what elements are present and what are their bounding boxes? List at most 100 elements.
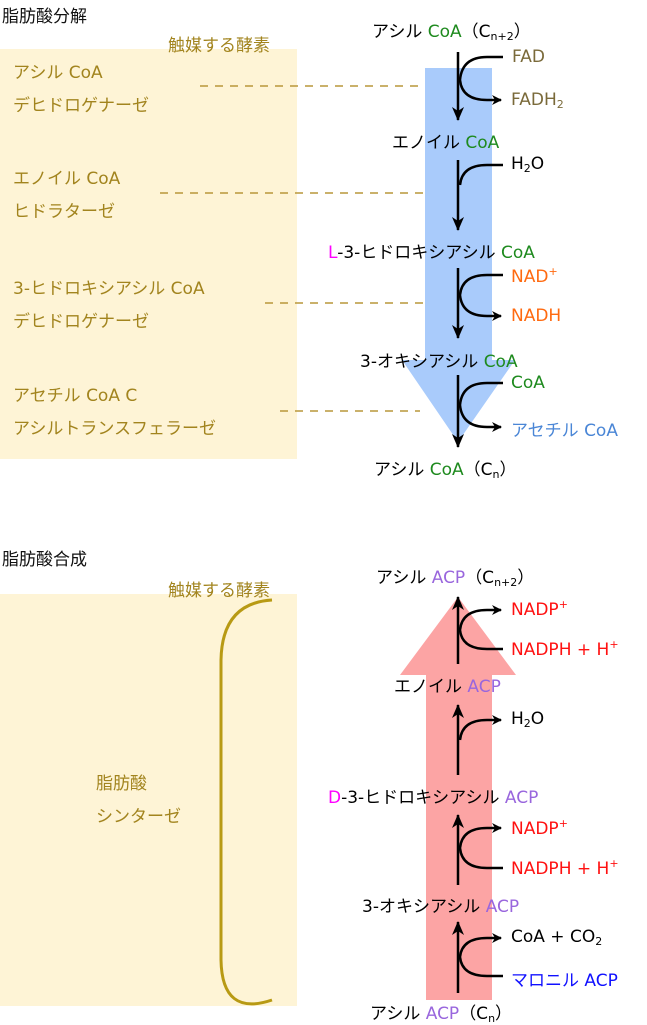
- carbon-subscript: n: [488, 1012, 496, 1025]
- product-subscript: 2: [556, 98, 564, 111]
- reactant-coa: CoA: [511, 373, 545, 393]
- product-nadp-2: NADP+: [511, 817, 568, 839]
- degradation-flow-arrow: [402, 68, 515, 442]
- carrier-acp: ACP: [431, 568, 466, 588]
- degradation-enzyme-panel: [0, 49, 297, 459]
- reactant-name: NADPH + H: [511, 640, 610, 660]
- product-superscript: +: [558, 598, 568, 611]
- product-name: FADH: [511, 90, 557, 110]
- reactant-subscript: 2: [523, 162, 531, 175]
- reactant-superscript: +: [548, 265, 558, 278]
- carbon-label: （C: [463, 460, 493, 480]
- product-name: NADP: [511, 819, 559, 839]
- synthesis-title: 脂肪酸合成: [2, 550, 87, 570]
- molecule-enoyl-acp: エノイル ACP: [394, 672, 501, 697]
- carrier-coa: CoA: [427, 22, 462, 42]
- degradation-enzyme-header: 触媒する酵素: [168, 36, 270, 56]
- carbon-label: （C: [461, 22, 491, 42]
- product-h2o: H2O: [511, 709, 544, 730]
- paren-close: ）: [495, 1004, 513, 1024]
- product-superscript: +: [558, 817, 568, 830]
- enzyme-acyl-coa-dehydrogenase: アシル CoA デヒドロゲナーゼ: [13, 57, 149, 123]
- reactant-name: H: [511, 154, 524, 174]
- paren-close: ）: [513, 22, 531, 42]
- reactant-nad: NAD+: [511, 265, 558, 287]
- molecule-name: 3-オキシアシル: [362, 897, 486, 917]
- carrier-acp: ACP: [485, 897, 520, 917]
- synthesis-enzyme-header: 触媒する酵素: [168, 581, 270, 601]
- reactant-name: NAD: [511, 267, 549, 287]
- molecule-name: アシル: [370, 1004, 426, 1024]
- enzyme-name-line1: 3-ヒドロキシアシル CoA: [13, 279, 205, 299]
- product-coa-co2: CoA + CO2: [511, 927, 602, 948]
- carbon-label: （C: [465, 568, 495, 588]
- molecule-name: 3-オキシアシル: [360, 352, 484, 372]
- enzyme-name-line2: ヒドラターゼ: [13, 202, 115, 222]
- carrier-coa: CoA: [465, 133, 500, 153]
- product-acetyl-coa: アセチル CoA: [511, 421, 618, 441]
- molecule-name: アシル: [372, 22, 428, 42]
- molecule-oxoacyl-coa: 3-オキシアシル CoA: [360, 347, 518, 372]
- carbon-subscript: n+2: [494, 576, 518, 589]
- reactant-malonyl-acp: マロニル ACP: [511, 971, 618, 991]
- reactant-nadph-1: NADPH + H+: [511, 638, 619, 660]
- enzyme-name-line2: アシルトランスフェラーゼ: [13, 419, 216, 439]
- product-name: H: [511, 709, 524, 729]
- enzyme-acetyl-coa-acyltransferase: アセチル CoA C アシルトランスフェラーゼ: [13, 380, 216, 446]
- reactant-nadph-2: NADPH + H+: [511, 857, 619, 879]
- enzyme-name-line1: アシル CoA: [13, 63, 103, 83]
- carbon-label: （C: [459, 1004, 489, 1024]
- molecule-name: アシル: [374, 460, 430, 480]
- enzyme-name-line2: デヒドロゲナーゼ: [13, 312, 149, 332]
- degradation-title: 脂肪酸分解: [2, 7, 87, 27]
- molecule-name: -3-ヒドロキシアシル: [341, 788, 505, 808]
- molecule-acyl-coa-n2: アシル CoA（Cn+2）: [372, 17, 531, 43]
- product-fadh2: FADH2: [511, 90, 564, 111]
- molecule-name: -3-ヒドロキシアシル: [337, 243, 501, 263]
- molecule-l-hydroxyacyl-coa: L-3-ヒドロキシアシル CoA: [328, 238, 535, 263]
- molecule-name: エノイル: [394, 677, 468, 697]
- molecule-enoyl-coa: エノイル CoA: [392, 128, 499, 153]
- reactant-superscript: +: [609, 638, 619, 651]
- molecule-oxoacyl-acp: 3-オキシアシル ACP: [362, 892, 519, 917]
- molecule-acyl-coa-n: アシル CoA（Cn）: [374, 455, 517, 481]
- molecule-name: エノイル: [392, 133, 466, 153]
- molecule-acyl-acp-n2: アシル ACP（Cn+2）: [376, 563, 534, 589]
- synthesis-step-arrows: [452, 596, 503, 993]
- product-name: CoA + CO: [511, 927, 596, 947]
- carbon-subscript: n+2: [490, 30, 514, 43]
- enzyme-name-line1: 脂肪酸: [96, 774, 147, 794]
- product-nadp-1: NADP+: [511, 598, 568, 620]
- product-name: NADP: [511, 600, 559, 620]
- molecule-d-hydroxyacyl-acp: D-3-ヒドロキシアシル ACP: [328, 783, 538, 808]
- paren-close: ）: [517, 568, 535, 588]
- reactant-tail: O: [530, 154, 545, 174]
- enzyme-name-line1: アセチル CoA C: [13, 386, 138, 406]
- reactant-name: NADPH + H: [511, 859, 610, 879]
- enzyme-bracket: [219, 598, 273, 1006]
- synthesis-enzyme-panel: [0, 594, 297, 1006]
- carrier-acp: ACP: [467, 677, 501, 697]
- product-subscript: 2: [523, 717, 531, 730]
- degradation-step-arrows: [452, 52, 503, 448]
- enzyme-enoyl-coa-hydratase: エノイル CoA ヒドラターゼ: [13, 163, 120, 229]
- enzyme-hydroxyacyl-coa-dehydrogenase: 3-ヒドロキシアシル CoA デヒドロゲナーゼ: [13, 273, 205, 339]
- synthesis-flow-arrow: [400, 597, 516, 1000]
- enzyme-name-line2: シンターゼ: [96, 807, 181, 827]
- product-nadh: NADH: [511, 306, 562, 326]
- paren-close: ）: [499, 460, 517, 480]
- carbon-subscript: n: [492, 468, 500, 481]
- stereo-prefix: L: [328, 243, 338, 263]
- carrier-acp: ACP: [425, 1004, 460, 1024]
- reactant-fad: FAD: [512, 47, 545, 67]
- reactant-superscript: +: [609, 857, 619, 870]
- product-tail: O: [530, 709, 545, 729]
- stereo-prefix: D: [328, 788, 342, 808]
- carrier-coa: CoA: [483, 352, 518, 372]
- carrier-coa: CoA: [429, 460, 464, 480]
- molecule-name: アシル: [376, 568, 432, 588]
- reactant-h2o: H2O: [511, 154, 544, 175]
- carrier-coa: CoA: [501, 243, 535, 263]
- enzyme-name-line1: エノイル CoA: [13, 169, 121, 189]
